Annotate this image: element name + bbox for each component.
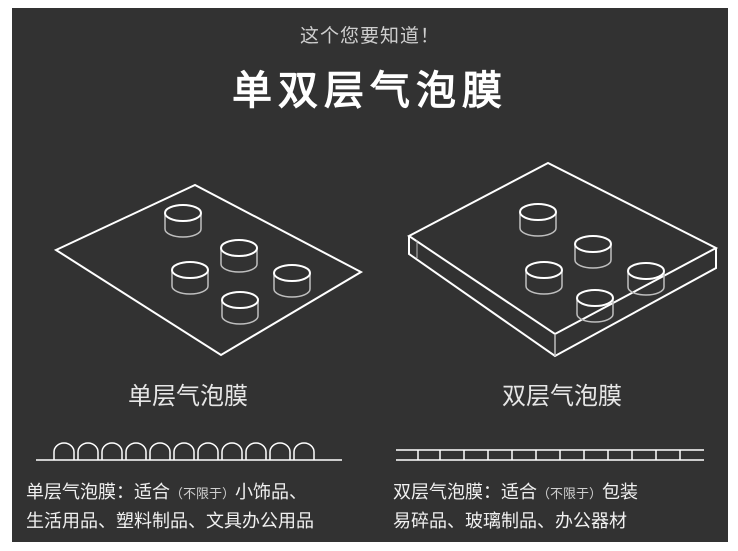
double-desc-line1: 双层气泡膜：适合（不限于）包装 xyxy=(393,479,638,508)
bubble-icon xyxy=(576,289,614,323)
bubble-icon xyxy=(164,204,202,238)
double-layer-diagram xyxy=(407,161,719,358)
bubble-icon xyxy=(574,235,612,269)
bubble-icon xyxy=(221,291,259,325)
single-desc-note: （不限于） xyxy=(170,487,236,502)
double-layer-cross-section xyxy=(396,449,704,461)
double-bubbles xyxy=(519,203,665,323)
bubble-icon xyxy=(220,239,258,273)
page-title: 单双层气泡膜 xyxy=(232,68,508,114)
double-layer-description: 双层气泡膜：适合（不限于）包装 易碎品、玻璃制品、办公器材 xyxy=(393,479,638,535)
subtitle: 这个您要知道！ xyxy=(299,25,440,47)
bubble-icon xyxy=(273,264,311,298)
info-panel: 这个您要知道！ 单双层气泡膜 xyxy=(12,8,728,542)
bubble-icon xyxy=(519,203,557,237)
single-desc-tail: 小饰品、 xyxy=(235,482,308,503)
single-layer-description: 单层气泡膜：适合（不限于）小饰品、 生活用品、塑料制品、文具办公用品 xyxy=(26,479,314,535)
bubble-icon xyxy=(627,262,665,296)
single-bubbles xyxy=(164,204,311,325)
double-layer-edge xyxy=(408,236,717,358)
single-layer-sheet xyxy=(53,183,364,357)
single-desc-line1: 单层气泡膜：适合（不限于）小饰品、 xyxy=(26,479,314,508)
double-layer-label: 双层气泡膜 xyxy=(502,382,622,410)
double-desc-tail: 包装 xyxy=(602,482,639,503)
single-desc-head: 单层气泡膜：适合 xyxy=(26,482,170,503)
single-layer-label: 单层气泡膜 xyxy=(128,382,248,410)
bubble-icon xyxy=(525,261,563,295)
single-desc-line2: 生活用品、塑料制品、文具办公用品 xyxy=(26,511,314,532)
double-desc-head: 双层气泡膜：适合 xyxy=(393,482,537,503)
single-layer-diagram xyxy=(53,183,364,357)
single-layer-cross-section xyxy=(36,442,342,461)
double-layer-top-sheet xyxy=(407,161,719,336)
bubble-film-illustration xyxy=(36,161,719,461)
bubble-icon xyxy=(171,261,209,295)
double-desc-line2: 易碎品、玻璃制品、办公器材 xyxy=(393,511,627,532)
double-desc-note: （不限于） xyxy=(537,487,603,502)
